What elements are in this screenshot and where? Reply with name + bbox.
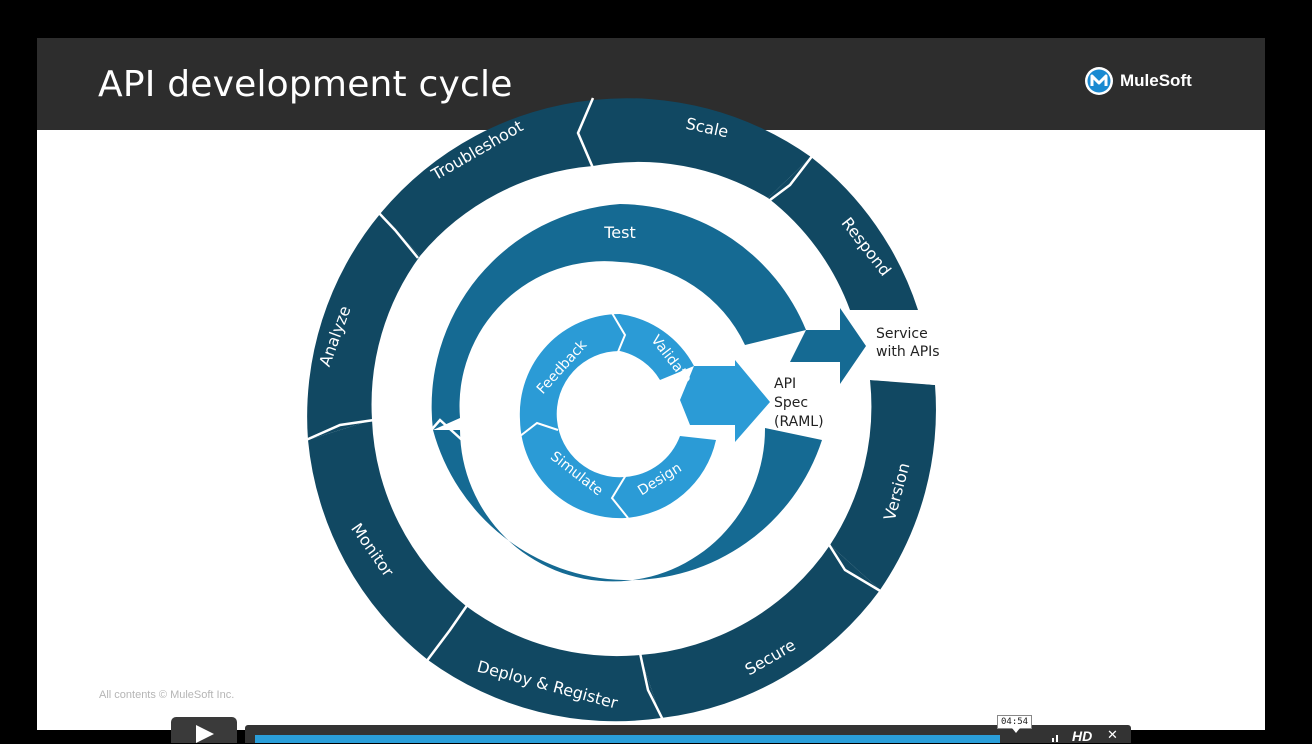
play-button[interactable] (171, 717, 237, 743)
middle-label-test: Test (603, 223, 636, 242)
mulesoft-logo-icon (1085, 67, 1113, 95)
api-cycle-diagram: Troubleshoot Scale Respond Version Secur… (305, 97, 940, 722)
inner-ring (514, 312, 770, 519)
outer-ring (305, 97, 936, 722)
api-spec-line2: Spec (774, 395, 808, 411)
progress-bar[interactable]: HD ✕ (245, 725, 1131, 744)
progress-fill (255, 735, 1000, 743)
play-icon (196, 725, 214, 743)
time-tooltip: 04:54 (997, 715, 1033, 733)
api-spec-line1: API (774, 376, 796, 392)
slide: API development cycle MuleSoft (37, 38, 1265, 730)
hd-badge[interactable]: HD (1072, 728, 1093, 744)
volume-icon[interactable] (1052, 732, 1066, 742)
mulesoft-logo: MuleSoft (1084, 66, 1192, 96)
middle-ring (417, 204, 866, 582)
copyright-text: All contents © MuleSoft Inc. (99, 689, 235, 701)
middle-label-build: Build (602, 587, 642, 606)
logo-text: MuleSoft (1120, 71, 1192, 90)
service-label-line2: with APIs (876, 344, 940, 360)
service-label-line1: Service (876, 326, 928, 342)
slide-title: API development cycle (98, 64, 513, 105)
video-player-controls: HD ✕ 04:54 (0, 712, 1312, 744)
api-spec-line3: (RAML) (774, 414, 824, 430)
settings-icon[interactable]: ✕ (1107, 728, 1118, 743)
